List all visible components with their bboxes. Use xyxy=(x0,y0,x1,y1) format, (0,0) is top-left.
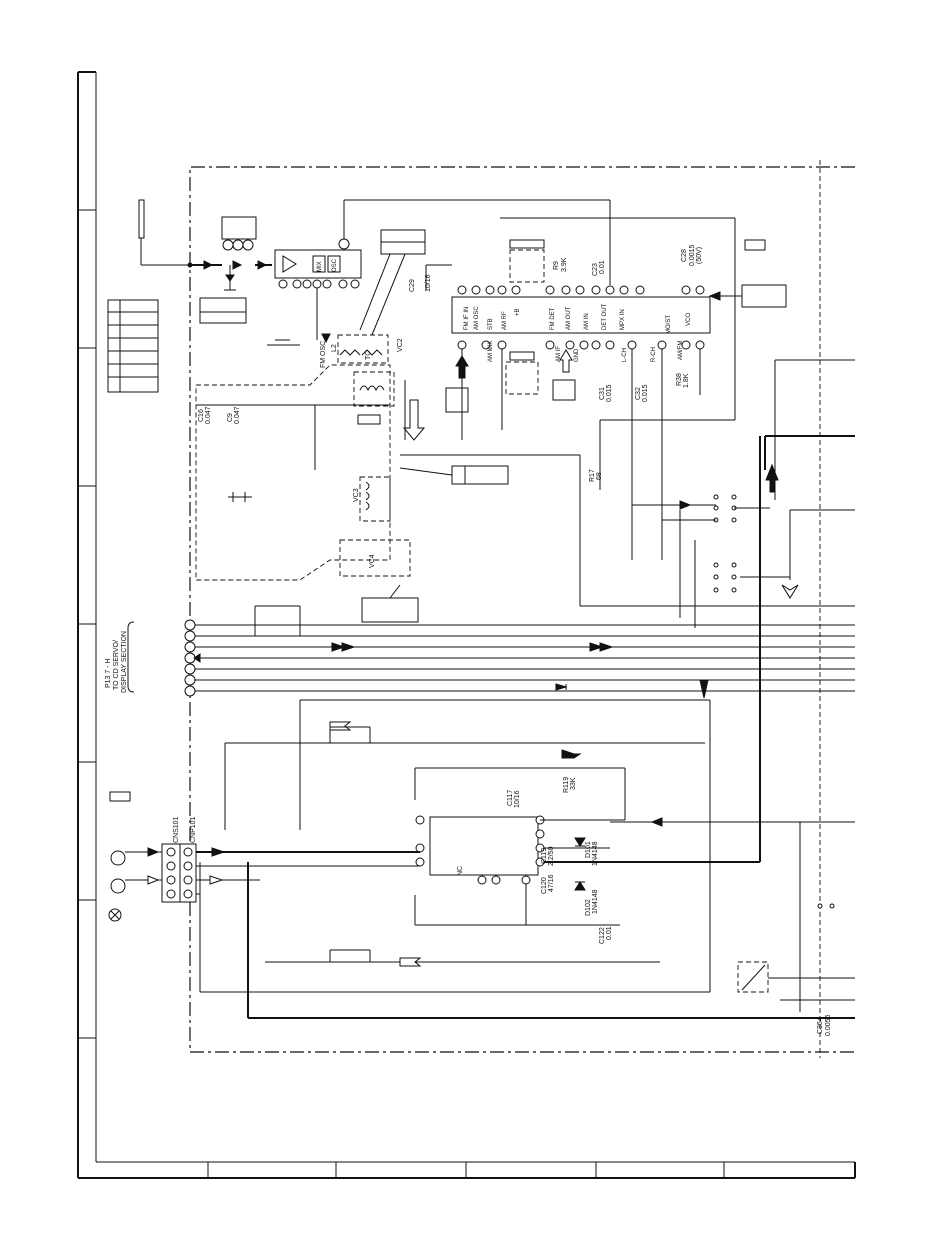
pin-r-ch: R-CH xyxy=(651,347,657,362)
c354-value: 0.0056 xyxy=(825,1014,832,1036)
c122-label: C122 xyxy=(599,927,606,944)
c120-value: 47/16 xyxy=(548,874,555,892)
r9-label: R9 xyxy=(553,261,560,270)
d102-label: D102 xyxy=(585,899,592,916)
osc-label: OSC xyxy=(332,258,338,272)
mix-label: MIX xyxy=(317,261,323,272)
fm-osc-label: FM OSC xyxy=(320,341,327,368)
cns101-label: CNS101 xyxy=(173,816,180,843)
section-reference: P13 7 - H TO CD SERVO/ DISPLAY SECTION xyxy=(105,621,135,693)
vc3-label: VC3 xyxy=(353,488,360,502)
c354-label: C354 xyxy=(817,1017,824,1034)
c117-label: C117 xyxy=(507,790,514,806)
c31-value: 0.015 xyxy=(606,384,613,402)
c9-value: 0.047 xyxy=(234,406,241,424)
c32-value: 0.015 xyxy=(642,384,649,402)
tuner-ic: FM IF IN AM OSC STB AM RF +B FM DET AM O… xyxy=(400,217,787,606)
pin-am-out: AM OUT xyxy=(566,306,572,330)
rf-input-stage xyxy=(190,216,272,324)
cns101-connector: CNS101 CNP101 xyxy=(108,816,420,922)
c28-value: 0.0015 xyxy=(689,244,696,266)
pin-am-if: AM IF xyxy=(556,346,562,362)
c120-label: C120 xyxy=(541,877,548,894)
vc2-label: VC2 xyxy=(397,338,404,352)
c16-value: 0.047 xyxy=(205,406,212,424)
r38-value: 1.8K xyxy=(683,373,690,388)
section-ref-line-1: P13 7 - H xyxy=(105,658,112,688)
d102-value: 1N4148 xyxy=(592,889,599,914)
pin-gnd: GND xyxy=(574,348,580,362)
c28-label: C28 xyxy=(681,249,688,262)
c29-label: C29 xyxy=(409,279,416,292)
pin-fm-det: FM DET xyxy=(550,307,556,330)
pin-plus-b: +B xyxy=(515,308,521,316)
cd-servo-connector xyxy=(184,605,855,699)
r119-label: R119 xyxy=(563,777,570,793)
c16-label: C16 xyxy=(198,409,205,422)
c119-label: C119 xyxy=(541,848,548,864)
pin-am-osc: AM OSC xyxy=(474,306,480,330)
c117-value: 10/16 xyxy=(514,790,521,808)
pin-stb: STB xyxy=(488,318,494,330)
c23-label: C23 xyxy=(592,263,599,276)
pin-am-fm: AM/FM xyxy=(678,341,684,360)
pin-am-in: AM IN xyxy=(584,313,590,330)
d101-label: D101 xyxy=(585,841,592,858)
antenna-symbol xyxy=(138,199,193,268)
legend-table xyxy=(107,299,159,802)
audio-amp-section: NC C117 10/16 R119 33K C119 2.2/50 D1 xyxy=(199,436,855,1019)
fm-frontend-ic: MIX OSC FM OSC xyxy=(274,199,611,368)
nc-label: NC xyxy=(457,866,464,876)
vc4-label: VC4 xyxy=(369,554,376,568)
section-ref-line-3: DISPLAY SECTION xyxy=(121,631,128,693)
r119-value: 33K xyxy=(570,777,577,790)
pin-l-ch: L-CH xyxy=(622,348,628,362)
pin-mpx-in: MPX IN xyxy=(620,309,626,330)
r9-value: 3.9K xyxy=(561,257,568,272)
c32-label: C32 xyxy=(635,387,642,400)
tape-section-edge: C354 0.0056 xyxy=(737,822,855,1036)
pin-am-rf: AM RF xyxy=(502,311,508,330)
r17-label: R17 xyxy=(589,469,596,482)
tc-label: TC xyxy=(365,351,372,360)
c31-label: C31 xyxy=(599,387,606,400)
c119-value: 2.2/50 xyxy=(548,846,555,866)
d101-value: 1N4148 xyxy=(592,841,599,866)
c29-value: 10/16 xyxy=(425,274,432,292)
c9-label: C9 xyxy=(227,413,234,422)
pin-mo-st: MO/ST xyxy=(666,315,672,334)
pin-fm-if-in: FM IF IN xyxy=(464,307,470,330)
l2-label: L2 xyxy=(331,344,338,352)
pin-vco: VCO xyxy=(686,313,692,326)
pin-det-out: DET OUT xyxy=(602,303,608,330)
c28-voltage: (50V) xyxy=(696,247,703,264)
am-tuner-block: VC3 VC4 C16 0.047 C9 0.047 xyxy=(196,371,509,623)
pin-am-mix: AM MIX xyxy=(488,341,494,362)
r38-label: R38 xyxy=(676,373,683,386)
tuner-components: L2 TC VC2 C29 10/16 xyxy=(267,229,432,364)
c122-value: 0.01 xyxy=(606,926,613,940)
sheet-frame xyxy=(77,71,856,1179)
c23-value: 0.01 xyxy=(599,260,606,274)
function-switch xyxy=(580,359,855,628)
section-ref-line-2: TO CD SERVO/ xyxy=(113,640,120,690)
cnp101-label: CNP101 xyxy=(190,816,197,843)
